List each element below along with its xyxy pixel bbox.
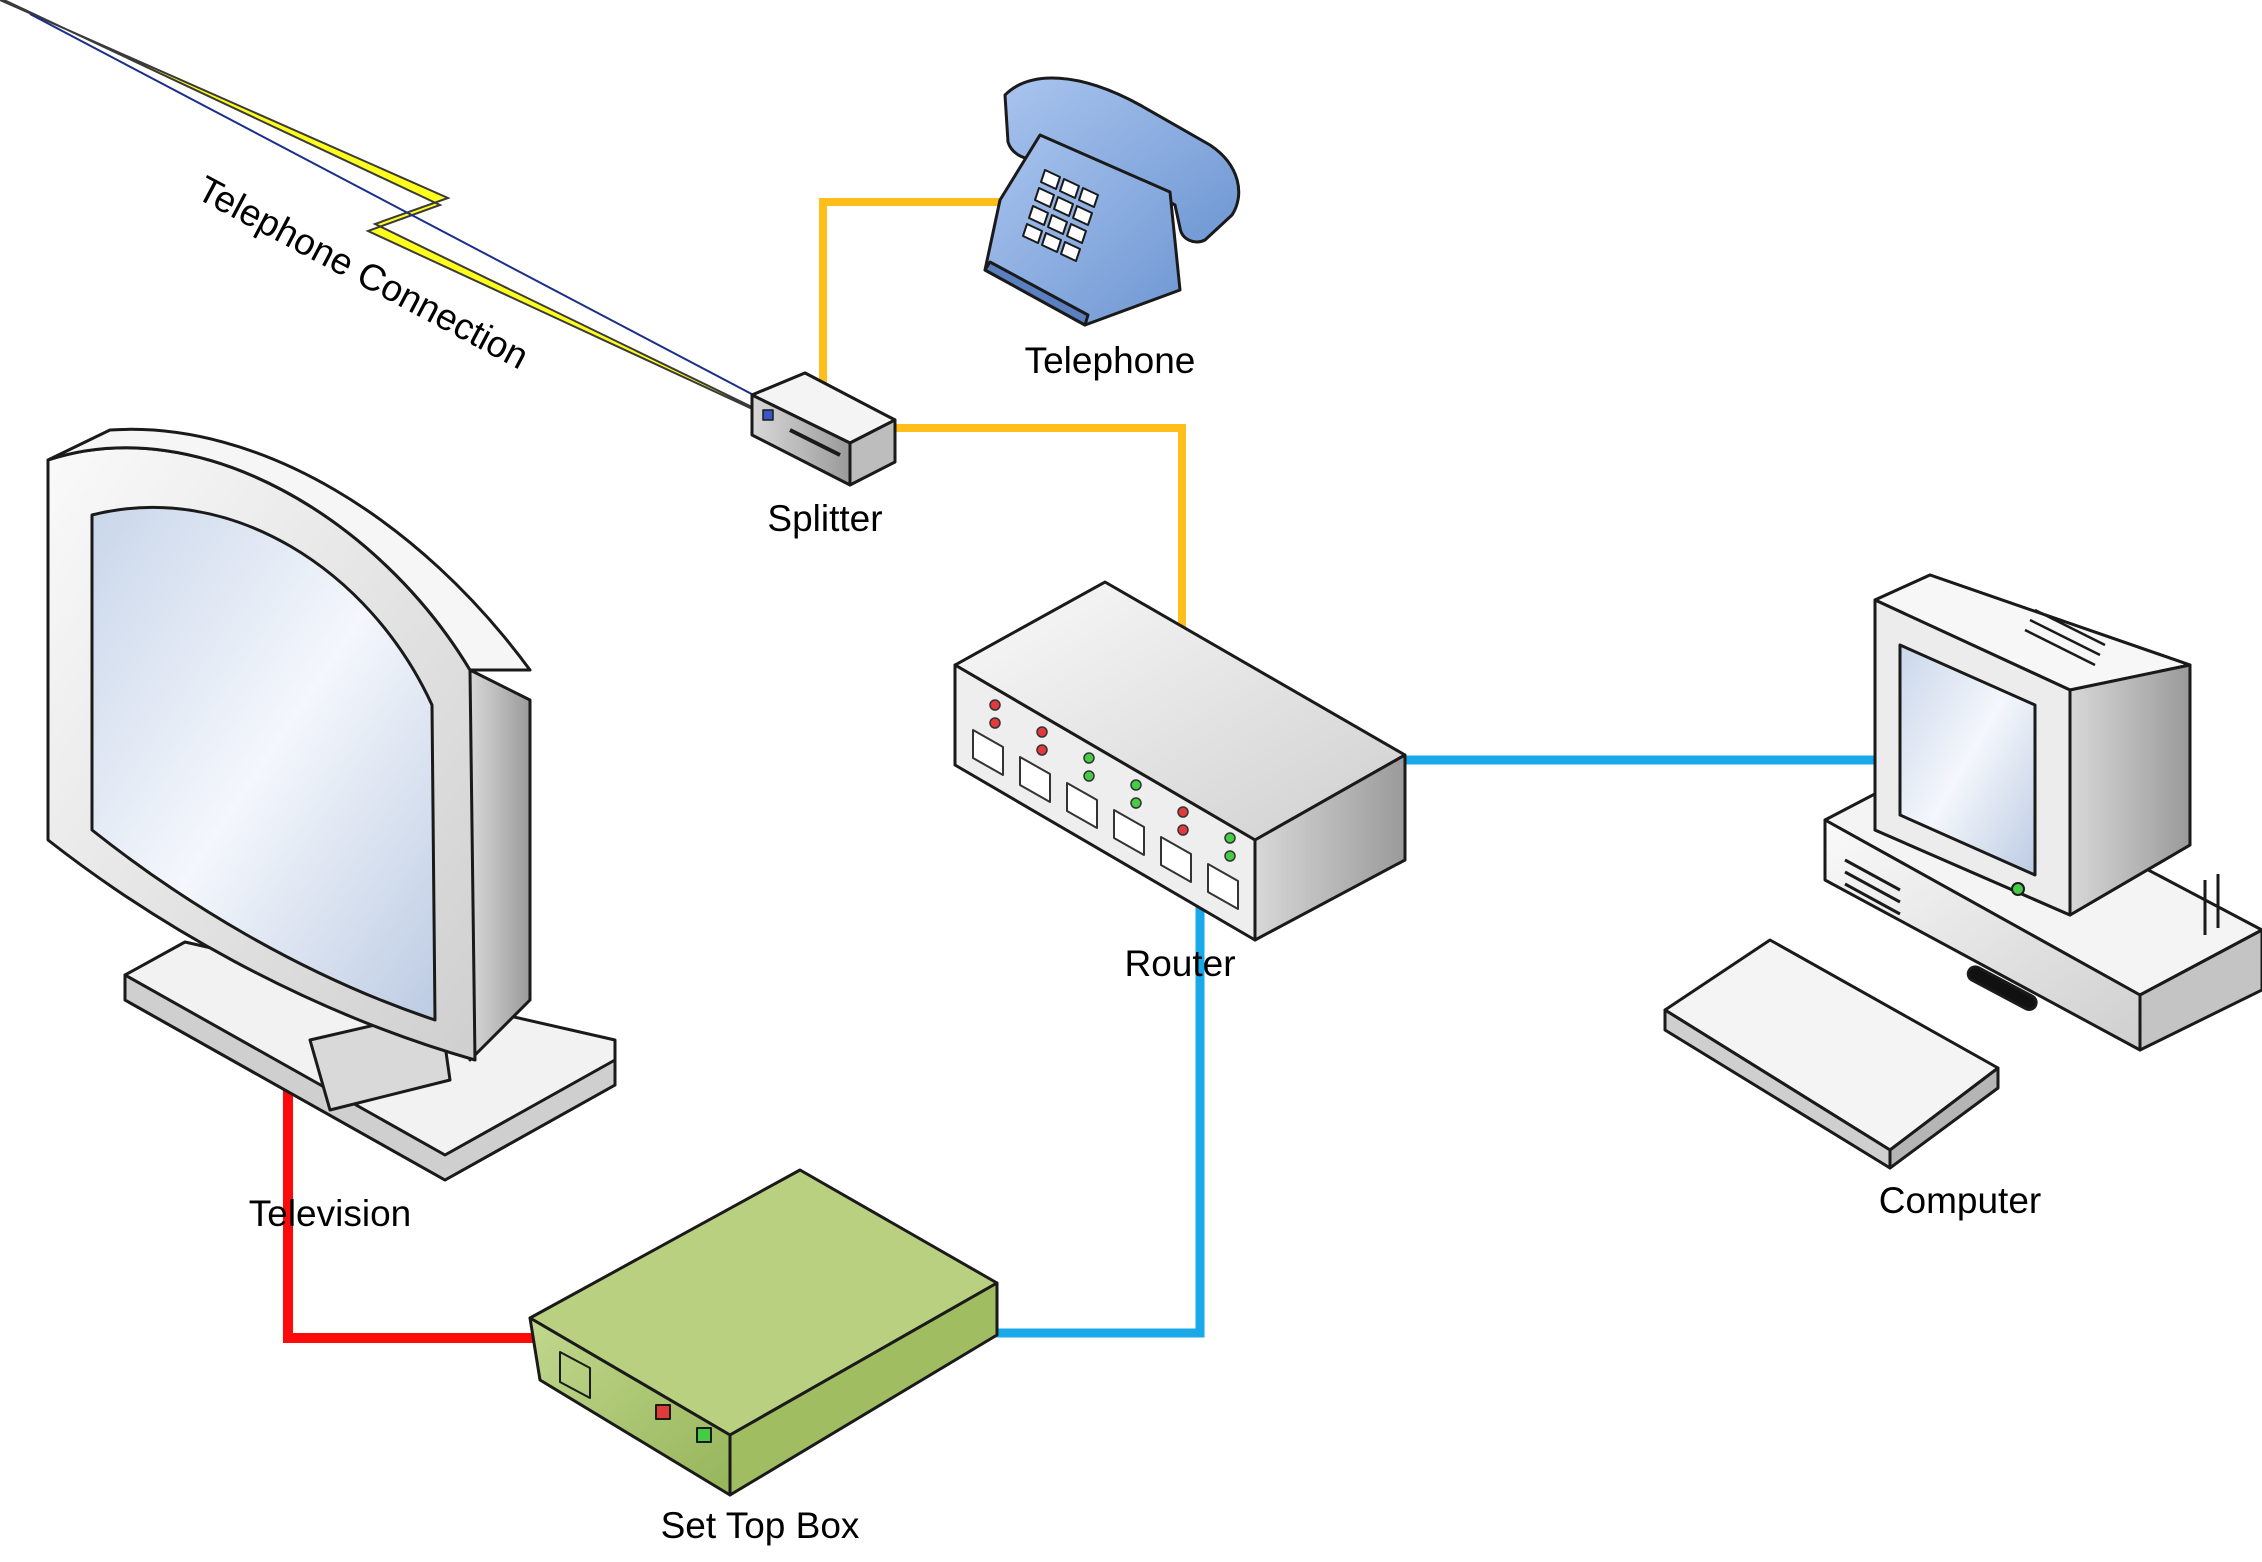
network-line-router-settopbox xyxy=(985,905,1205,1338)
phone-line-splitter-telephone xyxy=(819,198,1005,385)
telephone-icon xyxy=(983,76,1241,678)
lightning-bolt-icon xyxy=(0,0,829,445)
splitter-label: Splitter xyxy=(767,498,883,539)
telephone-label: Telephone xyxy=(1024,340,1196,381)
computer-icon xyxy=(1663,573,2262,1170)
television-icon xyxy=(46,427,617,1182)
television-label: Television xyxy=(248,1193,412,1234)
video-line-tv-settopbox xyxy=(283,1085,535,1343)
phone-line-splitter-router xyxy=(893,424,1186,628)
set-top-box-label: Set Top Box xyxy=(660,1505,860,1546)
computer-label: Computer xyxy=(1878,1180,2042,1221)
router-icon xyxy=(953,580,1407,942)
connections xyxy=(0,0,1880,1343)
splitter-icon xyxy=(750,371,897,487)
router-label: Router xyxy=(1124,943,1236,984)
set-top-box-icon xyxy=(528,1168,999,1497)
